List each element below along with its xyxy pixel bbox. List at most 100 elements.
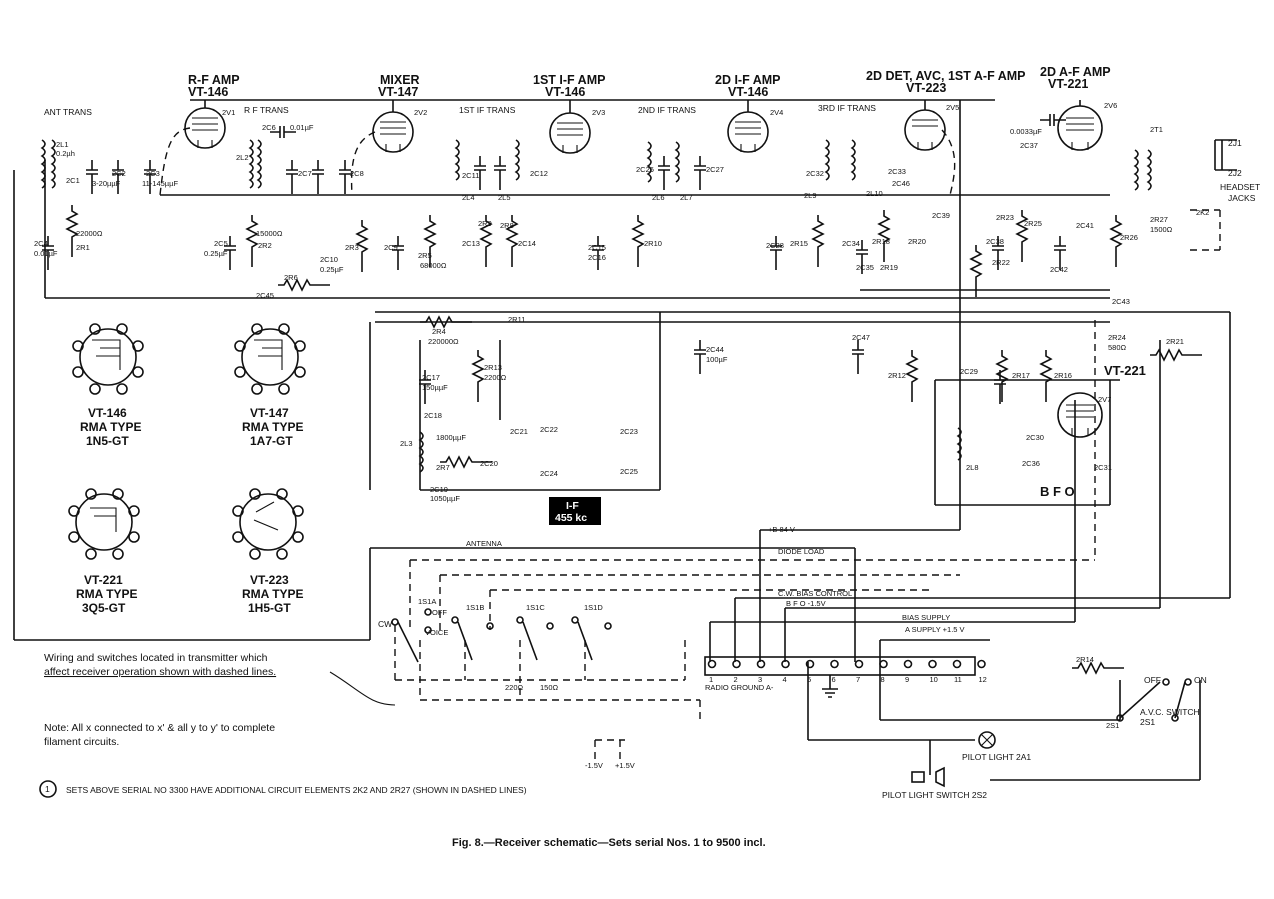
label-components-108: 2R14 bbox=[1076, 655, 1094, 664]
label-tube_types-3-name: VT-223 bbox=[250, 573, 289, 587]
label-components-91: 2C22 bbox=[540, 425, 558, 434]
det-title: 2D DET, AVC, 1ST A-F AMP bbox=[866, 69, 1026, 83]
terminal-number: 10 bbox=[930, 675, 938, 684]
label-components-103: 2V7 bbox=[1098, 395, 1111, 404]
label-labels-r220: 220Ω bbox=[505, 683, 524, 692]
label-components-82: 2R4 bbox=[432, 327, 446, 336]
label-tube_types-2-rma: RMA TYPE bbox=[76, 587, 138, 601]
if1-tube: VT-146 bbox=[545, 85, 585, 99]
label-labels-s1c: 1S1C bbox=[526, 603, 545, 612]
label-labels-avc_switch: A.V.C. SWITCH bbox=[1140, 707, 1200, 717]
label-labels-a_supply: A SUPPLY +1.5 V bbox=[905, 625, 965, 634]
avc-switch: A.V.C. SWITCH 2S1 OFF ON bbox=[1116, 675, 1207, 727]
label-components-102: 2R16 bbox=[1054, 371, 1072, 380]
label-components-0: 2L1 bbox=[56, 140, 69, 149]
label-components-58: 2R23 bbox=[996, 213, 1014, 222]
terminal-8 bbox=[879, 659, 888, 669]
label-components-45: 2C28 bbox=[766, 241, 784, 250]
rf-grid-lead bbox=[159, 127, 191, 196]
figure-caption: Fig. 8.—Receiver schematic—Sets serial N… bbox=[452, 837, 766, 849]
rf-amp-tube: VT-146 bbox=[188, 85, 228, 99]
label-labels-radio_ground: RADIO GROUND A- bbox=[705, 683, 774, 692]
pilot-light-switch: PILOT LIGHT SWITCH 2S2 bbox=[882, 766, 987, 800]
label-components-101: 2R17 bbox=[1012, 371, 1030, 380]
label-tube_types-1-name: VT-147 bbox=[250, 406, 289, 420]
label-labels-cw_bias: C.W. BIAS CONTROL bbox=[778, 589, 852, 598]
label-tube_types-2-name: VT-221 bbox=[84, 573, 123, 587]
if-frequency-badge: I-F 455 kc bbox=[549, 497, 601, 525]
tube-2v5 bbox=[904, 109, 946, 151]
label-components-105: 2C36 bbox=[1022, 459, 1040, 468]
label-components-86: 2C17 bbox=[422, 373, 440, 382]
label-components-15: 15000Ω bbox=[256, 229, 283, 238]
note-filament-2: filament circuits. bbox=[44, 736, 119, 748]
component-labels: 2L1 0.2µh 2C1 2C2 3-20µµF 2C3 11-145µµF … bbox=[34, 101, 1209, 730]
if1-title: 1ST I-F AMP bbox=[533, 73, 605, 87]
tube-2v1 bbox=[184, 107, 226, 149]
pilot-light: PILOT LIGHT 2A1 bbox=[962, 731, 1031, 762]
terminal-number: 1 bbox=[709, 675, 713, 684]
label-components-87: 150µµF bbox=[422, 383, 448, 392]
det-grid-lead bbox=[941, 129, 956, 196]
base-vt223: VT-223 RMA TYPE 1H5-GT bbox=[232, 488, 304, 615]
label-labels-r150: 150Ω bbox=[540, 683, 559, 692]
det-tube: VT-223 bbox=[906, 81, 946, 95]
terminal-number: 11 bbox=[954, 675, 962, 684]
label-components-63: 2C37 bbox=[1020, 141, 1038, 150]
label-labels-avc_switch_id: 2S1 bbox=[1140, 717, 1155, 727]
label-labels-off_sw: OFF bbox=[432, 608, 447, 617]
label-labels-jacks: JACKS bbox=[1228, 193, 1256, 203]
tube-2v3 bbox=[549, 112, 591, 154]
if2-tube: VT-146 bbox=[728, 85, 768, 99]
label-components-75: 580Ω bbox=[1108, 343, 1127, 352]
label-components-28: 2C11 bbox=[462, 171, 479, 180]
label-components-40: 2L6 bbox=[652, 193, 665, 202]
label-components-54: 2C46 bbox=[892, 179, 910, 188]
label-labels-cw: CW bbox=[378, 619, 392, 629]
label-labels-s1d: 1S1D bbox=[584, 603, 603, 612]
label-components-46: 2R15 bbox=[790, 239, 808, 248]
terminal-5 bbox=[805, 659, 815, 669]
terminal-number: 9 bbox=[905, 675, 909, 684]
label-components-98: 1050µµF bbox=[430, 494, 460, 503]
label-components-99: 2L3 bbox=[400, 439, 413, 448]
mixer-tube: VT-147 bbox=[378, 85, 418, 99]
label-components-7: 2C4 bbox=[34, 239, 48, 248]
label-components-62: 2V5 bbox=[946, 103, 959, 112]
note-serial-text: SETS ABOVE SERIAL NO 3300 HAVE ADDITIONA… bbox=[66, 785, 527, 795]
af2-title: 2D A-F AMP bbox=[1040, 65, 1111, 79]
label-components-30: 2L4 bbox=[462, 193, 475, 202]
label-components-5: 2C3 bbox=[146, 169, 160, 178]
label-components-14: 2R2 bbox=[258, 241, 272, 250]
label-components-60: 2C39 bbox=[932, 211, 950, 220]
rf-trans-label: R F TRANS bbox=[244, 105, 289, 115]
label-components-47: 2L9 bbox=[804, 191, 817, 200]
label-components-109: 2S1 bbox=[1106, 721, 1119, 730]
label-components-92: 2C23 bbox=[620, 427, 638, 436]
label-tube_types-0-rma: RMA TYPE bbox=[80, 420, 142, 434]
label-components-18: 2C7 bbox=[298, 169, 312, 178]
label-components-110: 2R6 bbox=[284, 273, 298, 282]
label-components-81: 2R11 bbox=[508, 315, 525, 324]
label-components-36: 2V3 bbox=[592, 108, 605, 117]
label-components-83: 220000Ω bbox=[428, 337, 459, 346]
terminal-7 bbox=[854, 659, 864, 669]
label-tube_types-1-code: 1A7-GT bbox=[250, 434, 293, 448]
label-components-24: 0.25µF bbox=[320, 265, 344, 274]
label-components-84: 2R13 bbox=[484, 363, 502, 372]
label-components-64: 0.0033µF bbox=[1010, 127, 1042, 136]
label-components-94: 2C24 bbox=[540, 469, 558, 478]
label-components-31: 2L5 bbox=[498, 193, 511, 202]
label-components-32: 2R9 bbox=[478, 219, 492, 228]
label-components-93: 2C20 bbox=[480, 459, 498, 468]
label-components-6: 11-145µµF bbox=[142, 179, 178, 188]
label-components-20: 2L2 bbox=[236, 153, 249, 162]
label-components-95: 2C25 bbox=[620, 467, 638, 476]
label-labels-s1b: 1S1B bbox=[466, 603, 484, 612]
tube-envelopes bbox=[184, 100, 1103, 438]
label-components-61: 2R25 bbox=[1024, 219, 1042, 228]
label-components-97: 2C19 bbox=[430, 485, 448, 494]
label-components-19: 2C8 bbox=[350, 169, 364, 178]
